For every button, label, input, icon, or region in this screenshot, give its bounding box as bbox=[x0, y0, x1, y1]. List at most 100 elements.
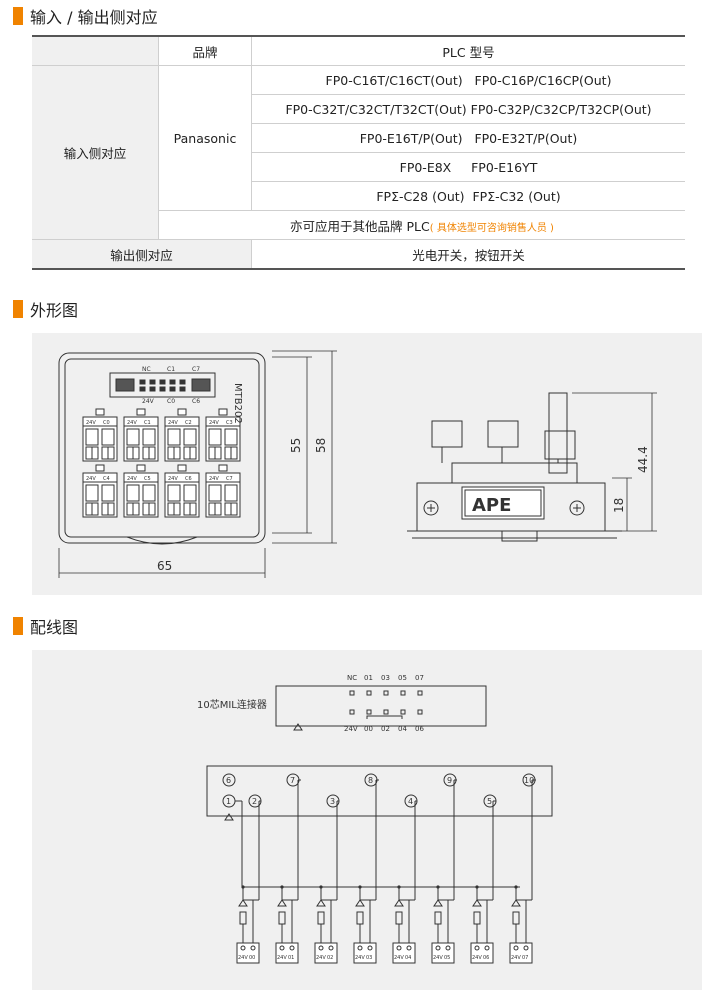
dim-width: 65 bbox=[157, 559, 172, 573]
section-title-text: 输入 / 输出侧对应 bbox=[30, 8, 158, 27]
spec-table: 品牌 PLC 型号 输入侧对应 Panasonic FP0-C16T/C16CT… bbox=[32, 35, 685, 270]
connector-pin bbox=[383, 690, 389, 696]
terminal-label: C5 bbox=[144, 476, 151, 482]
connector-pin-label: 01 bbox=[364, 674, 373, 682]
table-row: FP0-E8X FP0-E16YT bbox=[32, 152, 685, 182]
terminal-number: 8 bbox=[368, 776, 373, 785]
output-side-label: 输出侧对应 bbox=[32, 239, 252, 270]
terminal-number: 5 bbox=[487, 797, 492, 806]
header-brand: 品牌 bbox=[158, 35, 252, 66]
connector-pin-label: NC bbox=[347, 674, 357, 682]
terminal-block bbox=[353, 942, 377, 964]
model-cell: FP0-C16T/C16CT(Out) FP0-C16P/C16CP(Out) bbox=[251, 65, 685, 95]
terminal-label: C3 bbox=[226, 420, 233, 426]
connector-pin bbox=[417, 690, 423, 696]
terminal-led bbox=[136, 408, 146, 416]
connector-pin-label: 00 bbox=[364, 725, 373, 733]
terminal-label: 04 bbox=[405, 955, 411, 961]
dim-h2: 58 bbox=[314, 438, 328, 453]
table-row: 输入侧对应 Panasonic FP0-C16T/C16CT(Out) FP0-… bbox=[32, 65, 685, 240]
section-marker bbox=[13, 300, 23, 318]
section-title-wiring: 配线图 bbox=[13, 615, 78, 637]
terminal-led bbox=[136, 464, 146, 472]
mil-connector bbox=[109, 372, 216, 398]
module-inner-outline bbox=[64, 358, 260, 538]
terminal-label: 01 bbox=[288, 955, 294, 961]
terminal-label: 24V bbox=[209, 476, 219, 482]
connector-name: 10芯MIL连接器 bbox=[197, 698, 267, 711]
connector-box bbox=[275, 685, 487, 727]
terminal-label: 24V bbox=[168, 476, 178, 482]
sensor-icon bbox=[317, 911, 325, 925]
board-marker-icon bbox=[224, 813, 234, 821]
connector-pin bbox=[159, 379, 166, 385]
connector-pin bbox=[349, 690, 355, 696]
screw-right bbox=[569, 500, 585, 516]
module-base-arc bbox=[126, 536, 198, 545]
terminal-number: 9 bbox=[447, 776, 452, 785]
terminal-label: 07 bbox=[522, 955, 528, 961]
terminal-label: C4 bbox=[103, 476, 110, 482]
connector-pin bbox=[366, 690, 372, 696]
other-brand-text: 亦可应用于其他品牌 PLC bbox=[290, 218, 430, 234]
connector-pin bbox=[139, 379, 146, 385]
brand-plate-inner bbox=[464, 489, 542, 517]
section-marker bbox=[13, 7, 23, 25]
terminal-label: C7 bbox=[226, 476, 233, 482]
side-top-plate bbox=[451, 462, 578, 484]
sensor-icon bbox=[395, 911, 403, 925]
connector-pin bbox=[169, 379, 176, 385]
brand-label: APE bbox=[472, 495, 511, 516]
connector-bottom-label: C6 bbox=[192, 398, 200, 405]
connector-pin-label: 03 bbox=[381, 674, 390, 682]
terminal-label: 24V bbox=[127, 476, 137, 482]
table-row: 亦可应用于其他品牌 PLC( 具体选型可咨询销售人员 ) bbox=[32, 210, 685, 240]
model-cell: FP0-E16T/P(Out) FP0-E32T/P(Out) bbox=[251, 123, 685, 153]
terminal-number: 1 bbox=[226, 797, 231, 806]
sensor-icon bbox=[356, 911, 364, 925]
terminal-label: 05 bbox=[444, 955, 450, 961]
pin1-marker-icon bbox=[293, 723, 303, 731]
table-row: 输出侧对应 光电开关，按钮开关 bbox=[32, 239, 685, 270]
terminal-board bbox=[206, 765, 553, 817]
connector-top-label: NC bbox=[142, 366, 151, 373]
terminal-label: 00 bbox=[249, 955, 255, 961]
terminal-label: C0 bbox=[103, 420, 110, 426]
terminal-block bbox=[275, 942, 299, 964]
connector-top-label: C1 bbox=[167, 366, 175, 373]
terminal-number: 2 bbox=[252, 797, 257, 806]
connector-pin bbox=[349, 709, 355, 715]
terminal-block bbox=[314, 942, 338, 964]
output-value: 光电开关，按钮开关 bbox=[251, 239, 685, 270]
connector-pin bbox=[149, 379, 156, 385]
terminal-label: 24V bbox=[355, 955, 365, 961]
brand-plate bbox=[461, 486, 545, 520]
terminal-label: 24V bbox=[277, 955, 287, 961]
brand-cell: Panasonic bbox=[158, 65, 252, 211]
connector-pin bbox=[179, 379, 186, 385]
section-title-outline: 外形图 bbox=[13, 298, 78, 320]
terminal-number: 3 bbox=[330, 797, 335, 806]
terminal-number: 6 bbox=[226, 776, 231, 785]
connector-pin-label: 05 bbox=[398, 674, 407, 682]
terminal-label: 24V bbox=[316, 955, 326, 961]
other-brand-cell: 亦可应用于其他品牌 PLC( 具体选型可咨询销售人员 ) bbox=[158, 210, 685, 240]
sensor-icon bbox=[278, 911, 286, 925]
terminal-led bbox=[177, 464, 187, 472]
connector-pin-label: 02 bbox=[381, 725, 390, 733]
terminal-label: 02 bbox=[327, 955, 333, 961]
terminal-led bbox=[177, 408, 187, 416]
terminal-led bbox=[218, 464, 228, 472]
table-row: FP0-E16T/P(Out) FP0-E32T/P(Out) bbox=[32, 123, 685, 153]
other-brand-note: ( 具体选型可咨询销售人员 ) bbox=[429, 222, 554, 234]
connector-pin bbox=[417, 709, 423, 715]
sensor-icon bbox=[239, 911, 247, 925]
terminal-block-side-3 bbox=[544, 430, 576, 460]
terminal-label: 24V bbox=[511, 955, 521, 961]
terminal-label: 24V bbox=[472, 955, 482, 961]
terminal-number-circle bbox=[222, 773, 236, 787]
connector-pin bbox=[366, 709, 372, 715]
terminal-led bbox=[95, 464, 105, 472]
